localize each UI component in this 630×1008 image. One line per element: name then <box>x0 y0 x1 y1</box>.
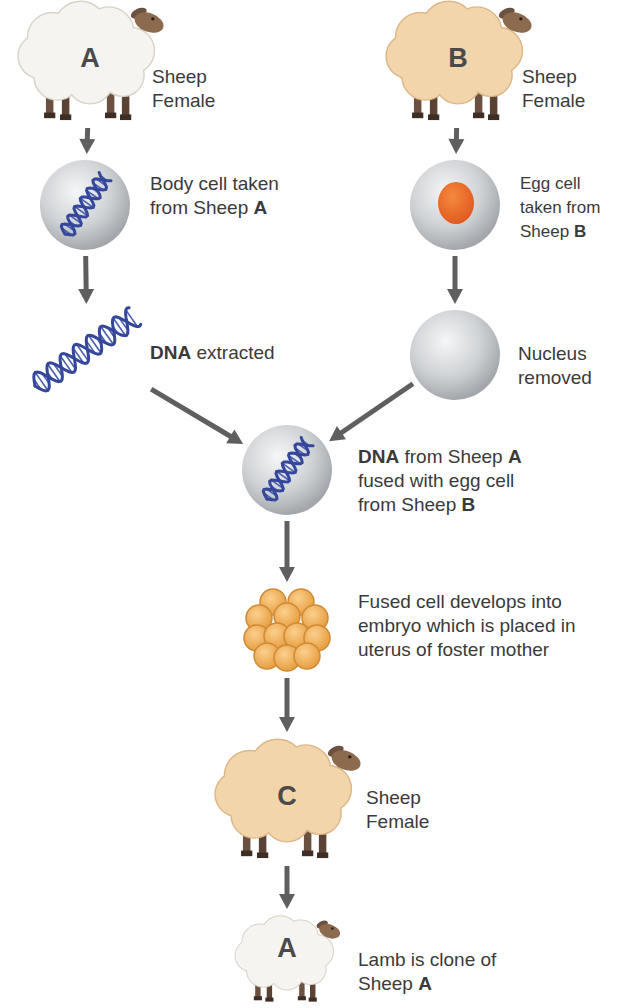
process-arrow <box>78 256 94 304</box>
egg-nucleus <box>438 182 474 224</box>
arrow-shaft <box>85 128 90 140</box>
arrow-shaft <box>285 866 290 895</box>
emphasis: DNA <box>150 342 191 363</box>
sheep-letter: A <box>277 933 297 963</box>
emphasis: A <box>80 43 100 73</box>
cell-node: Egg cell taken from Sheep B <box>410 160 500 250</box>
figure-node: ALamb is clone of Sheep A <box>232 915 342 1003</box>
body-cell <box>40 160 130 250</box>
step-label: Body cell taken from Sheep A <box>150 172 280 220</box>
cell-node: Body cell taken from Sheep A <box>40 160 130 250</box>
emphasis: C <box>277 781 297 811</box>
emphasis: A <box>418 973 432 994</box>
arrow-shaft <box>453 256 458 290</box>
cell-node: Nucleus removed <box>410 310 500 400</box>
helix-strand <box>59 172 112 238</box>
step-label: DNA extracted <box>150 341 320 365</box>
sheep-letter: C <box>277 781 297 811</box>
emphasis: B <box>462 494 476 515</box>
emphasis: B <box>574 222 586 241</box>
cell-node: Fused cell develops into embryo which is… <box>243 588 331 672</box>
sheep-c <box>216 740 364 858</box>
arrow-head <box>78 289 94 304</box>
egg-cell <box>410 160 500 250</box>
lamb <box>236 916 343 1001</box>
dna-helix <box>59 172 112 238</box>
arrow-head <box>447 289 463 304</box>
helix-strand <box>29 307 142 395</box>
step-label: Nucleus removed <box>518 342 618 390</box>
helix-strand <box>59 172 112 238</box>
step-label: Sheep Female <box>366 786 448 834</box>
figure-node: ASheep Female <box>15 0 165 122</box>
arrow-shaft <box>454 128 459 140</box>
arrow-head <box>226 429 243 444</box>
emphasis: DNA <box>358 446 399 467</box>
arrow-shaft <box>83 256 88 290</box>
emphasis: A <box>508 446 522 467</box>
cell-node: DNA from Sheep A fused with egg cell fro… <box>242 425 332 515</box>
embryo <box>244 589 330 671</box>
emphasis: B <box>448 43 468 73</box>
process-arrow <box>79 128 95 154</box>
arrow-shaft <box>285 678 290 718</box>
helix-strand <box>261 437 314 503</box>
arrow-head <box>279 567 295 582</box>
emphasis: A <box>254 197 268 218</box>
process-arrow <box>279 521 295 582</box>
figure-node: BSheep Female <box>383 0 533 122</box>
step-label: DNA from Sheep A fused with egg cell fro… <box>358 445 548 517</box>
arrow-head <box>279 717 295 732</box>
step-label: Sheep Female <box>152 65 234 113</box>
process-arrow <box>151 389 243 444</box>
sheep-letter: B <box>448 43 468 73</box>
step-label: Lamb is clone of Sheep A <box>358 948 508 996</box>
step-label: Fused cell develops into embryo which is… <box>358 590 620 662</box>
step-label: Egg cell taken from Sheep B <box>520 172 626 244</box>
sheep-a <box>19 2 167 120</box>
arrow-shaft <box>285 521 290 568</box>
arrow-head <box>279 894 295 909</box>
step-label: Sheep Female <box>522 65 604 113</box>
dna-helix <box>261 437 314 503</box>
process-arrow <box>448 128 464 154</box>
process-arrow <box>279 678 295 732</box>
arrow-head <box>329 426 346 441</box>
fused-cell <box>242 425 332 515</box>
arrow-head <box>79 139 95 154</box>
arrow-head <box>448 139 464 154</box>
sheep-b <box>387 2 535 120</box>
figure-node: DNA extracted <box>28 310 146 392</box>
process-arrow <box>279 866 295 909</box>
emphasis: A <box>277 933 297 963</box>
process-arrow <box>447 256 463 304</box>
arrow-shaft <box>341 384 413 433</box>
enucleated-egg <box>410 310 500 400</box>
arrow-shaft <box>151 389 231 437</box>
figure-node: CSheep Female <box>212 738 362 860</box>
helix-strand <box>29 307 142 395</box>
process-arrow <box>329 384 413 441</box>
sheep-letter: A <box>80 43 100 73</box>
dna-helix <box>29 307 142 395</box>
helix-strand <box>261 437 314 503</box>
